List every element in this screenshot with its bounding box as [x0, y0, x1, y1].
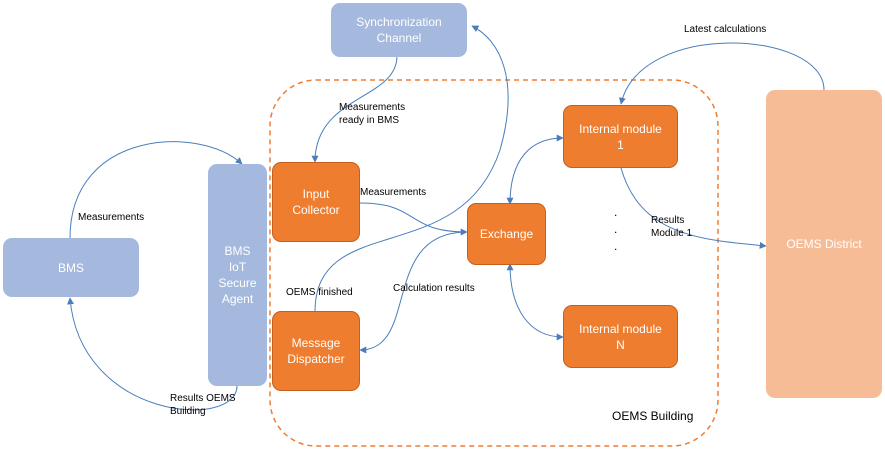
arrow-exchange-to-dispatcher — [359, 231, 468, 354]
arrow-input-to-exchange — [359, 202, 468, 236]
label-latest-calculations: Latest calculations — [684, 24, 767, 35]
bms-iot-secure-agent-box: BMS IoT Secure Agent — [208, 164, 267, 386]
ellipsis-modules: . . . — [614, 205, 618, 253]
arrow-module1-to-district — [620, 167, 767, 249]
arrow-bms-to-agent — [69, 141, 243, 239]
arrow-exchange-moduleN — [506, 263, 564, 341]
arrow-district-to-module1 — [618, 42, 825, 105]
label-measurements-bms: Measurements — [78, 212, 145, 223]
label-calculation-results: Calculation results — [393, 283, 475, 294]
oems-district-box: OEMS District — [766, 90, 882, 398]
bms-box: BMS — [3, 238, 139, 297]
label-results-oems-building: Results OEMS Building — [170, 393, 236, 417]
label-oems-building: OEMS Building — [612, 409, 694, 423]
label-oems-finished: OEMS finished — [286, 287, 353, 298]
label-measurements-input: Measurements — [360, 187, 427, 198]
sync-channel-box: Synchronization Channel — [331, 3, 467, 57]
label-results-module-1: Results Module 1 — [651, 215, 693, 239]
arrow-sync-to-input — [311, 55, 398, 163]
internal-module-1-box: Internal module 1 — [563, 105, 678, 168]
label-measurements-ready: Measurements ready in BMS — [339, 102, 406, 126]
internal-module-n-box: Internal module N — [563, 305, 678, 368]
arrow-dispatcher-to-sync — [314, 25, 509, 313]
arrow-agent-to-bms — [67, 297, 238, 411]
arrow-exchange-module1 — [506, 134, 564, 205]
exchange-box: Exchange — [467, 203, 546, 265]
message-dispatcher-box: Message Dispatcher — [272, 311, 360, 391]
input-collector-box: Input Collector — [272, 162, 360, 242]
